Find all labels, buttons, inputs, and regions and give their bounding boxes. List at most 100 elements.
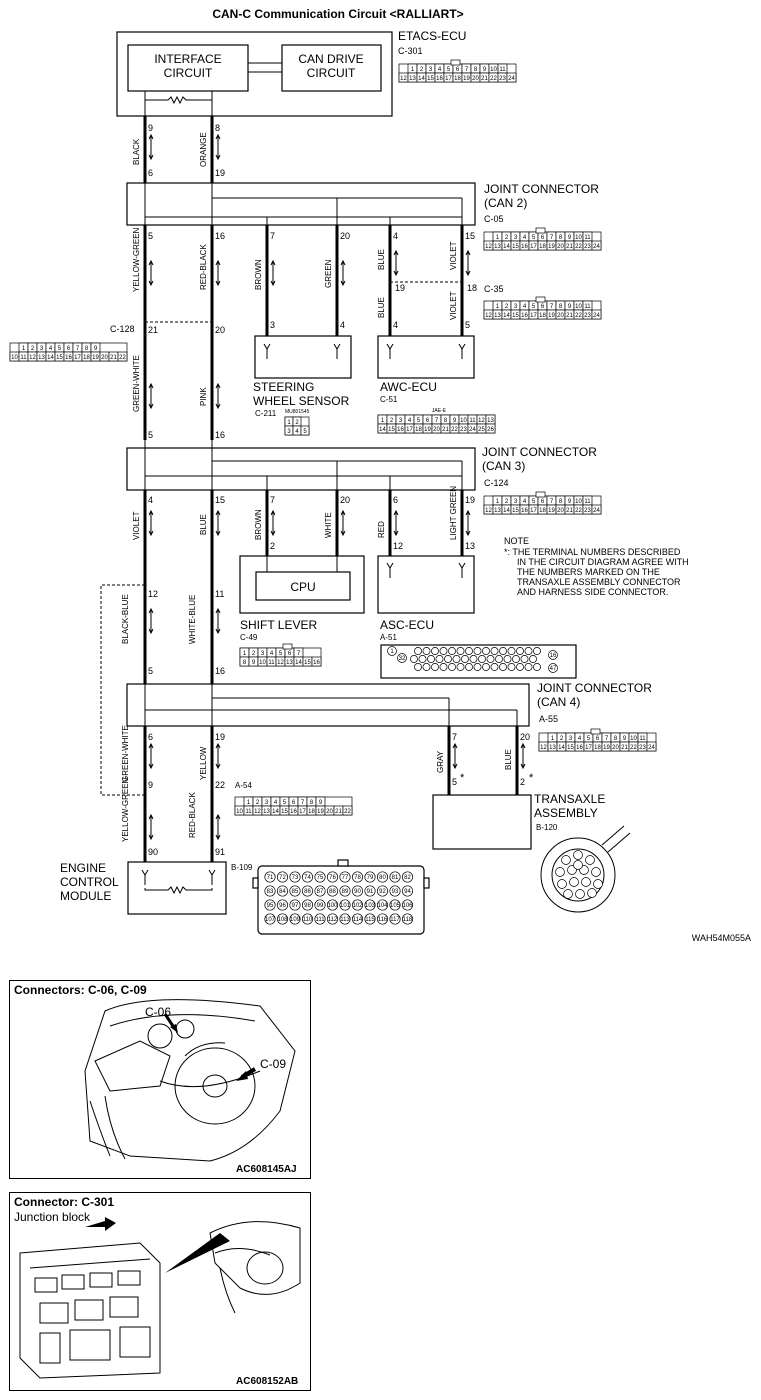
- connector-pin: [300, 425, 310, 436]
- wire-black-label: BLACK: [132, 138, 141, 165]
- b109-pin-number: 104: [377, 903, 388, 909]
- connector-pin-number: 13: [549, 745, 556, 751]
- b109-pin: [276, 913, 289, 925]
- connector-pin-number: 7: [465, 67, 469, 73]
- a51-pin: [439, 647, 448, 655]
- c211-label: C-211: [255, 409, 277, 418]
- a51-label: A-51: [380, 633, 397, 642]
- connector-pin-number: 12: [277, 660, 284, 666]
- connector-pin-number: 4: [578, 736, 582, 742]
- a54-pin-label: 12: [148, 589, 158, 599]
- connector-pin-number: 1: [247, 800, 251, 806]
- connector-pin-number: 17: [530, 244, 537, 250]
- connector-pin-number: 20: [557, 244, 564, 250]
- connector-pin-number: 15: [304, 660, 311, 666]
- a51-pin: [448, 647, 456, 655]
- b109-pin-number: 76: [329, 875, 336, 881]
- a51-pin: [524, 647, 533, 655]
- wire-light-green-label: LIGHT GREEN: [449, 486, 458, 540]
- b109-pin: [326, 885, 339, 897]
- connector-pin-number: 6: [541, 499, 545, 505]
- connector-pin-number: 23: [499, 76, 506, 82]
- b109-pin: [351, 885, 364, 897]
- b109-pin: [326, 913, 339, 925]
- b109-pin-number: 95: [267, 903, 274, 909]
- connector-pin-number: 24: [648, 745, 655, 751]
- connector-pin-number: 8: [614, 736, 618, 742]
- connector-location-panel-c301: Connector: C-301 Junction block AC608152…: [9, 1192, 311, 1391]
- b109-pin: [364, 899, 376, 911]
- a51-pin: [548, 663, 558, 673]
- b109-pin-number: 93: [392, 889, 399, 895]
- connector-pin-number: 14: [418, 76, 425, 82]
- a54-label: A-54: [235, 781, 252, 790]
- connector-pin-number: 4: [295, 429, 299, 435]
- joint-connector-can2-box: [126, 182, 476, 226]
- b109-pin-number: 98: [304, 903, 311, 909]
- connector-pin: [646, 741, 657, 752]
- transaxle-name-2: ASSEMBLY: [534, 806, 598, 820]
- a51-pin: [490, 663, 499, 671]
- a51-pin-number: 16: [550, 653, 557, 659]
- wire-yellow-label: YELLOW: [199, 746, 208, 780]
- connector-pin-number: 15: [281, 809, 288, 815]
- ecm-pin-label: 91: [215, 847, 225, 857]
- jc3-pin-label: 4: [148, 495, 153, 505]
- connector-pin-number: 21: [566, 313, 573, 319]
- connector-pin-number: 9: [94, 346, 98, 352]
- b109-pin: [289, 899, 301, 911]
- a51-pin: [414, 663, 422, 671]
- connector-pin-number: 6: [596, 736, 600, 742]
- panel1-title: Connectors: C-06, C-09: [14, 983, 147, 997]
- b109-pin: [401, 913, 414, 925]
- etacs-connector-label: C-301: [398, 46, 423, 56]
- connector-pin-number: 21: [481, 76, 488, 82]
- ecm-name-2: CONTROL: [60, 875, 119, 889]
- c128-pin-label: 20: [215, 325, 225, 335]
- connector-pin-number: 1: [496, 499, 500, 505]
- b109-pin: [314, 899, 326, 911]
- jc4-name-1: JOINT CONNECTOR: [537, 681, 652, 695]
- connector-pin-number: 14: [503, 508, 510, 514]
- interface-circuit-label-1: INTERFACE: [154, 52, 221, 66]
- connector-pin-number: 6: [541, 304, 545, 310]
- connector-pin-number: 1: [381, 418, 385, 424]
- b109-pin-number: 85: [292, 889, 299, 895]
- note-line-1: *: THE TERMINAL NUMBERS DESCRIBED: [504, 547, 681, 557]
- connector-pin-number: 14: [503, 244, 510, 250]
- wire-white-3-label: WHITE: [324, 512, 333, 538]
- a54-lower-pin-label: 22: [215, 780, 225, 790]
- b109-pin: [364, 885, 376, 897]
- connector-pin-number: 9: [568, 304, 572, 310]
- b109-pin: [389, 871, 401, 883]
- connector-pin-number: 20: [326, 809, 333, 815]
- c35-label: C-35: [484, 284, 504, 294]
- diagram-code: WAH54M055A: [692, 933, 751, 943]
- connector-pin-number: 22: [630, 745, 637, 751]
- b109-pin-number: 71: [267, 875, 274, 881]
- b109-pin: [289, 913, 301, 925]
- connector-pin-number: 15: [56, 355, 63, 361]
- connector-pin-number: 18: [539, 313, 546, 319]
- transaxle-pin: [563, 889, 573, 899]
- note-line-4: TRANSAXLE ASSEMBLY CONNECTOR: [517, 577, 681, 587]
- connector-pin-number: 1: [496, 304, 500, 310]
- a51-pin: [516, 663, 524, 671]
- connector-pin-number: 7: [550, 304, 554, 310]
- awc-ecu-box: [377, 335, 475, 379]
- connector-pin-number: 8: [474, 67, 478, 73]
- a51-pin: [520, 655, 529, 663]
- b109-pin: [339, 899, 351, 911]
- a51-pin: [431, 647, 439, 655]
- a51-pin: [439, 663, 448, 671]
- a51-pin: [512, 655, 520, 663]
- a51-pin: [548, 650, 558, 660]
- connector-pin-number: 24: [508, 76, 515, 82]
- can-drive-label-1: CAN DRIVE: [298, 52, 363, 66]
- connector-pin-number: 4: [523, 304, 527, 310]
- jc4-pin-label: 5: [148, 666, 153, 676]
- b109-pin: [289, 871, 301, 883]
- steering-wheel-sensor-box: [254, 335, 352, 379]
- connector-pin-number: 3: [287, 429, 291, 435]
